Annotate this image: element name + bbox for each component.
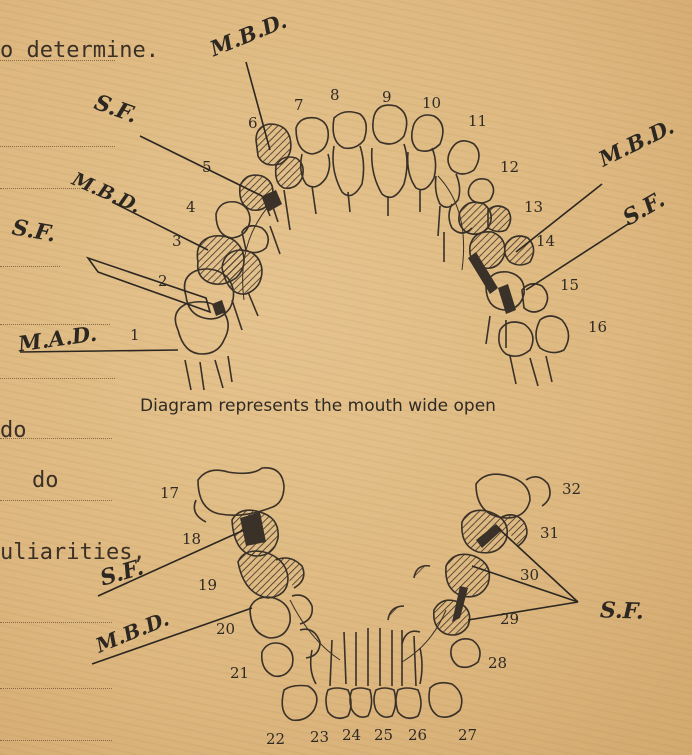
tooth-number-24: 24 xyxy=(342,726,361,744)
tooth-23 xyxy=(326,632,351,718)
leader-sf-left xyxy=(88,258,210,312)
tooth-number-3: 3 xyxy=(172,232,182,250)
tooth-number-1: 1 xyxy=(130,326,140,344)
tooth-22 xyxy=(282,650,317,720)
tooth-number-13: 13 xyxy=(524,198,543,216)
tooth-8 xyxy=(333,112,366,212)
tooth-number-32: 32 xyxy=(562,480,581,498)
tooth-number-18: 18 xyxy=(182,530,201,548)
tooth-number-14: 14 xyxy=(536,232,555,250)
tooth-number-27: 27 xyxy=(458,726,477,744)
tooth-number-30: 30 xyxy=(520,566,539,584)
tooth-number-15: 15 xyxy=(560,276,579,294)
tooth-number-11: 11 xyxy=(468,112,487,130)
tooth-25 xyxy=(374,628,396,717)
tooth-number-21: 21 xyxy=(230,664,249,682)
tooth-number-17: 17 xyxy=(160,484,179,502)
tooth-number-4: 4 xyxy=(186,198,196,216)
tooth-number-6: 6 xyxy=(248,114,258,132)
tooth-27 xyxy=(420,648,462,717)
tooth-3b xyxy=(222,250,262,316)
tooth-number-28: 28 xyxy=(488,654,507,672)
leader-sf-upper-left xyxy=(140,136,262,196)
diagram-caption: Diagram represents the mouth wide open xyxy=(140,396,496,416)
tooth-32 xyxy=(476,474,550,518)
tooth-30 xyxy=(414,554,489,596)
tooth-16 xyxy=(499,316,569,386)
tooth-number-25: 25 xyxy=(374,726,393,744)
tooth-number-12: 12 xyxy=(500,158,519,176)
leader-mbd-upper-right xyxy=(516,184,602,252)
tooth-20 xyxy=(250,595,312,638)
tooth-15 xyxy=(486,272,548,348)
tooth-number-9: 9 xyxy=(382,88,392,106)
tooth-26 xyxy=(396,630,421,718)
tooth-number-10: 10 xyxy=(422,94,441,112)
tooth-number-2: 2 xyxy=(158,272,168,290)
tooth-13 xyxy=(459,202,511,234)
tooth-number-5: 5 xyxy=(202,158,212,176)
tooth-number-19: 19 xyxy=(198,576,217,594)
tooth-number-31: 31 xyxy=(540,524,559,542)
tooth-number-23: 23 xyxy=(310,728,329,746)
tooth-9 xyxy=(372,105,407,216)
tooth-number-20: 20 xyxy=(216,620,235,638)
tooth-number-29: 29 xyxy=(500,610,519,628)
tooth-24 xyxy=(350,628,372,717)
tooth-number-7: 7 xyxy=(294,96,304,114)
tooth-number-16: 16 xyxy=(588,318,607,336)
tooth-number-22: 22 xyxy=(266,730,285,748)
tooth-19 xyxy=(238,551,304,598)
tooth-number-8: 8 xyxy=(330,86,340,104)
tooth-number-26: 26 xyxy=(408,726,427,744)
tooth-7 xyxy=(296,118,330,214)
annotation-sf-lower-right: S.F. xyxy=(600,597,645,625)
tooth-6b xyxy=(276,157,303,230)
